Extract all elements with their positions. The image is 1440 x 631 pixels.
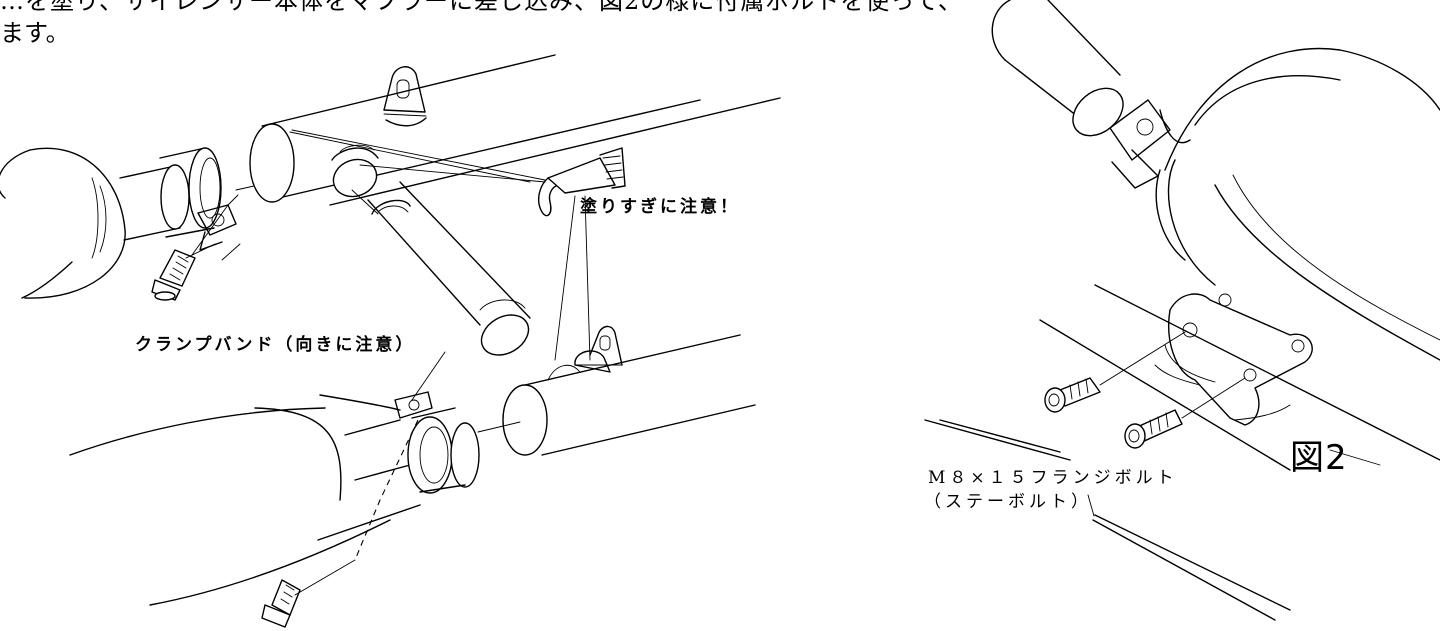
paint-caution-label: 塗りすぎに注意！ (580, 197, 740, 217)
intro-text-line2: ます。 (0, 19, 70, 47)
intro-text-line1: …を塗り、サイレンサー本体をマフラーに差し込み、図2の様に付属ボルトを使って、 (0, 0, 963, 15)
upper-clamp-band (185, 194, 241, 261)
clamp-band-label: クランプバンド（向きに注意） (135, 335, 416, 355)
lower-muffler-pipe (502, 325, 756, 456)
figure2-label-leader (1087, 494, 1095, 517)
stay-bolt-label: （ステーボルト） (924, 492, 1092, 512)
upper-bolt (151, 204, 229, 301)
connecting-tube (331, 144, 531, 356)
figure2-bracket (1154, 293, 1313, 426)
lower-clamp-band (394, 351, 446, 419)
upper-silencer (0, 147, 126, 299)
upper-silencer-outlet (119, 147, 222, 241)
flange-bolt-label: M８×１５フランジボルト (928, 468, 1178, 488)
figure2-bolts (1044, 331, 1246, 449)
figure-number: 図2 (1290, 438, 1348, 478)
sealant-tube-drawing (291, 129, 626, 361)
lower-silencer (69, 394, 521, 606)
upper-bracket (383, 66, 427, 127)
figure2-frame-lines (924, 284, 1440, 621)
figure2-handle-pipe (991, 0, 1440, 361)
upper-muffler-pipe (235, 54, 781, 206)
lower-bolt (261, 559, 356, 628)
